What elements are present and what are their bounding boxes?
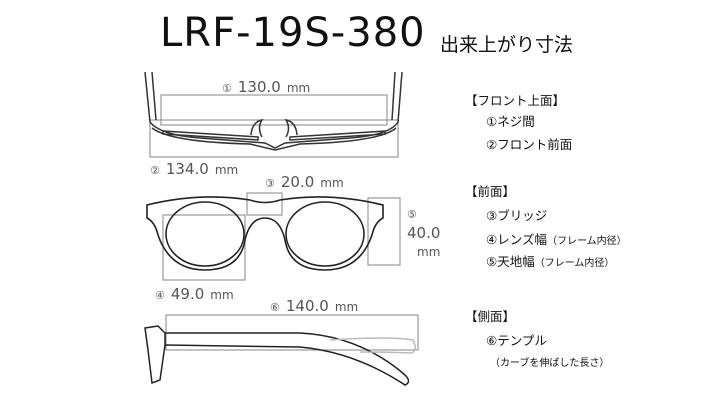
legend-item: ①ネジ間 xyxy=(486,114,535,129)
measurement-boxes xyxy=(149,94,419,351)
dim-box-3 xyxy=(246,192,283,216)
legend-item: ⑤天地幅（フレーム内径） xyxy=(486,254,615,269)
dim-box-1 xyxy=(160,94,388,126)
legend-item: ⑥テンプル xyxy=(486,333,547,348)
dim-box-2 xyxy=(149,119,399,158)
top-view-drawing xyxy=(144,71,403,151)
legend-heading-front: 【前面】 xyxy=(465,184,516,199)
legend-item: ②フロント前面 xyxy=(486,137,573,152)
legend-heading-side: 【側面】 xyxy=(465,309,516,324)
subtitle: 出来上がり寸法 xyxy=(440,34,574,56)
legend-note: （カーブを伸ばした長さ） xyxy=(490,358,610,369)
side-view-drawing xyxy=(144,325,416,386)
front-view-drawing xyxy=(146,196,384,271)
legend-heading-front-top: 【フロント上面】 xyxy=(465,93,566,108)
dim-box-5 xyxy=(367,197,401,266)
legend-item: ④レンズ幅（フレーム内径） xyxy=(486,232,627,247)
legend-item: ③ブリッジ xyxy=(486,208,548,223)
model-title: LRF-19S-380 xyxy=(160,10,426,56)
